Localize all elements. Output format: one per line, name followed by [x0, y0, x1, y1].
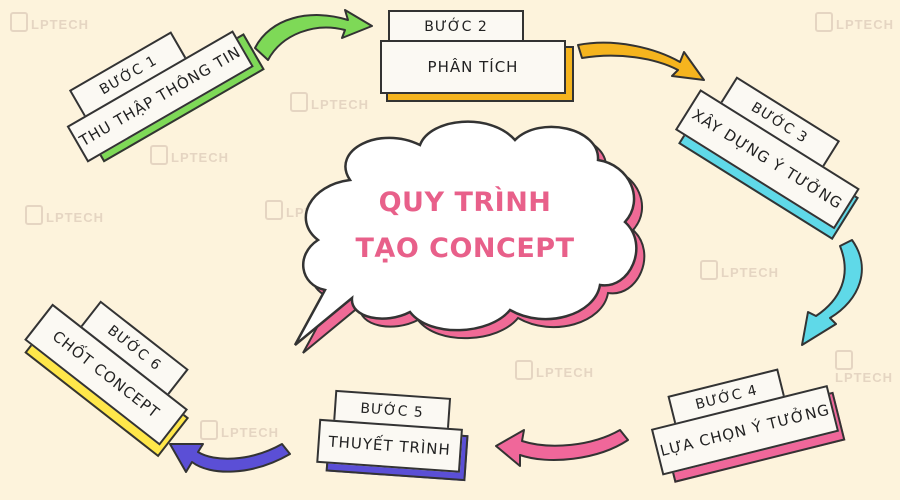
lptech-logo-icon [835, 350, 853, 370]
watermark: LPTECH [815, 12, 894, 32]
title-line-1: QUY TRÌNH [378, 187, 552, 218]
title-line-2: TẠO CONCEPT [355, 233, 575, 264]
step-2-name: PHÂN TÍCH [380, 40, 566, 94]
step-2: BƯỚC 2 PHÂN TÍCH [378, 8, 578, 103]
diagram-title: QUY TRÌNH TẠO CONCEPT [300, 180, 630, 272]
arrow-step1-to-step2 [254, 9, 373, 61]
lptech-logo-icon [515, 360, 533, 380]
lptech-logo-icon [815, 12, 833, 32]
watermark: LPTECH [700, 260, 779, 280]
step-5: BƯỚC 5 THUYẾT TRÌNH [315, 385, 472, 495]
watermark: LPTECH [10, 12, 89, 32]
watermark-text: LPTECH [835, 370, 893, 385]
lptech-logo-icon [700, 260, 718, 280]
watermark-text: LPTECH [311, 97, 369, 112]
watermark-text: LPTECH [836, 17, 894, 32]
watermark-text: LPTECH [221, 425, 279, 440]
lptech-logo-icon [265, 200, 283, 220]
watermark: LPTECH [290, 92, 369, 112]
watermark-text: LPTECH [721, 265, 779, 280]
cloud-body [293, 120, 638, 346]
watermark: LPTECH [515, 360, 594, 380]
arrow-step5-to-step6 [169, 443, 291, 473]
watermark-text: LPTECH [171, 150, 229, 165]
watermark: LPTECH [25, 205, 104, 225]
arrow-step3-to-step4 [801, 239, 863, 346]
lptech-logo-icon [25, 205, 43, 225]
arrow-step2-to-step3 [577, 41, 705, 81]
watermark-text: LPTECH [31, 17, 89, 32]
watermark-text: LPTECH [536, 365, 594, 380]
lptech-logo-icon [290, 92, 308, 112]
watermark-text: LPTECH [46, 210, 104, 225]
watermark: LPTECH [200, 420, 279, 440]
watermark: LPTECH [150, 145, 229, 165]
arrow-step4-to-step5 [495, 429, 629, 467]
step-2-label: BƯỚC 2 [388, 10, 524, 44]
watermark: LPTECH [835, 350, 900, 385]
lptech-logo-icon [150, 145, 168, 165]
lptech-logo-icon [200, 420, 218, 440]
lptech-logo-icon [10, 12, 28, 32]
